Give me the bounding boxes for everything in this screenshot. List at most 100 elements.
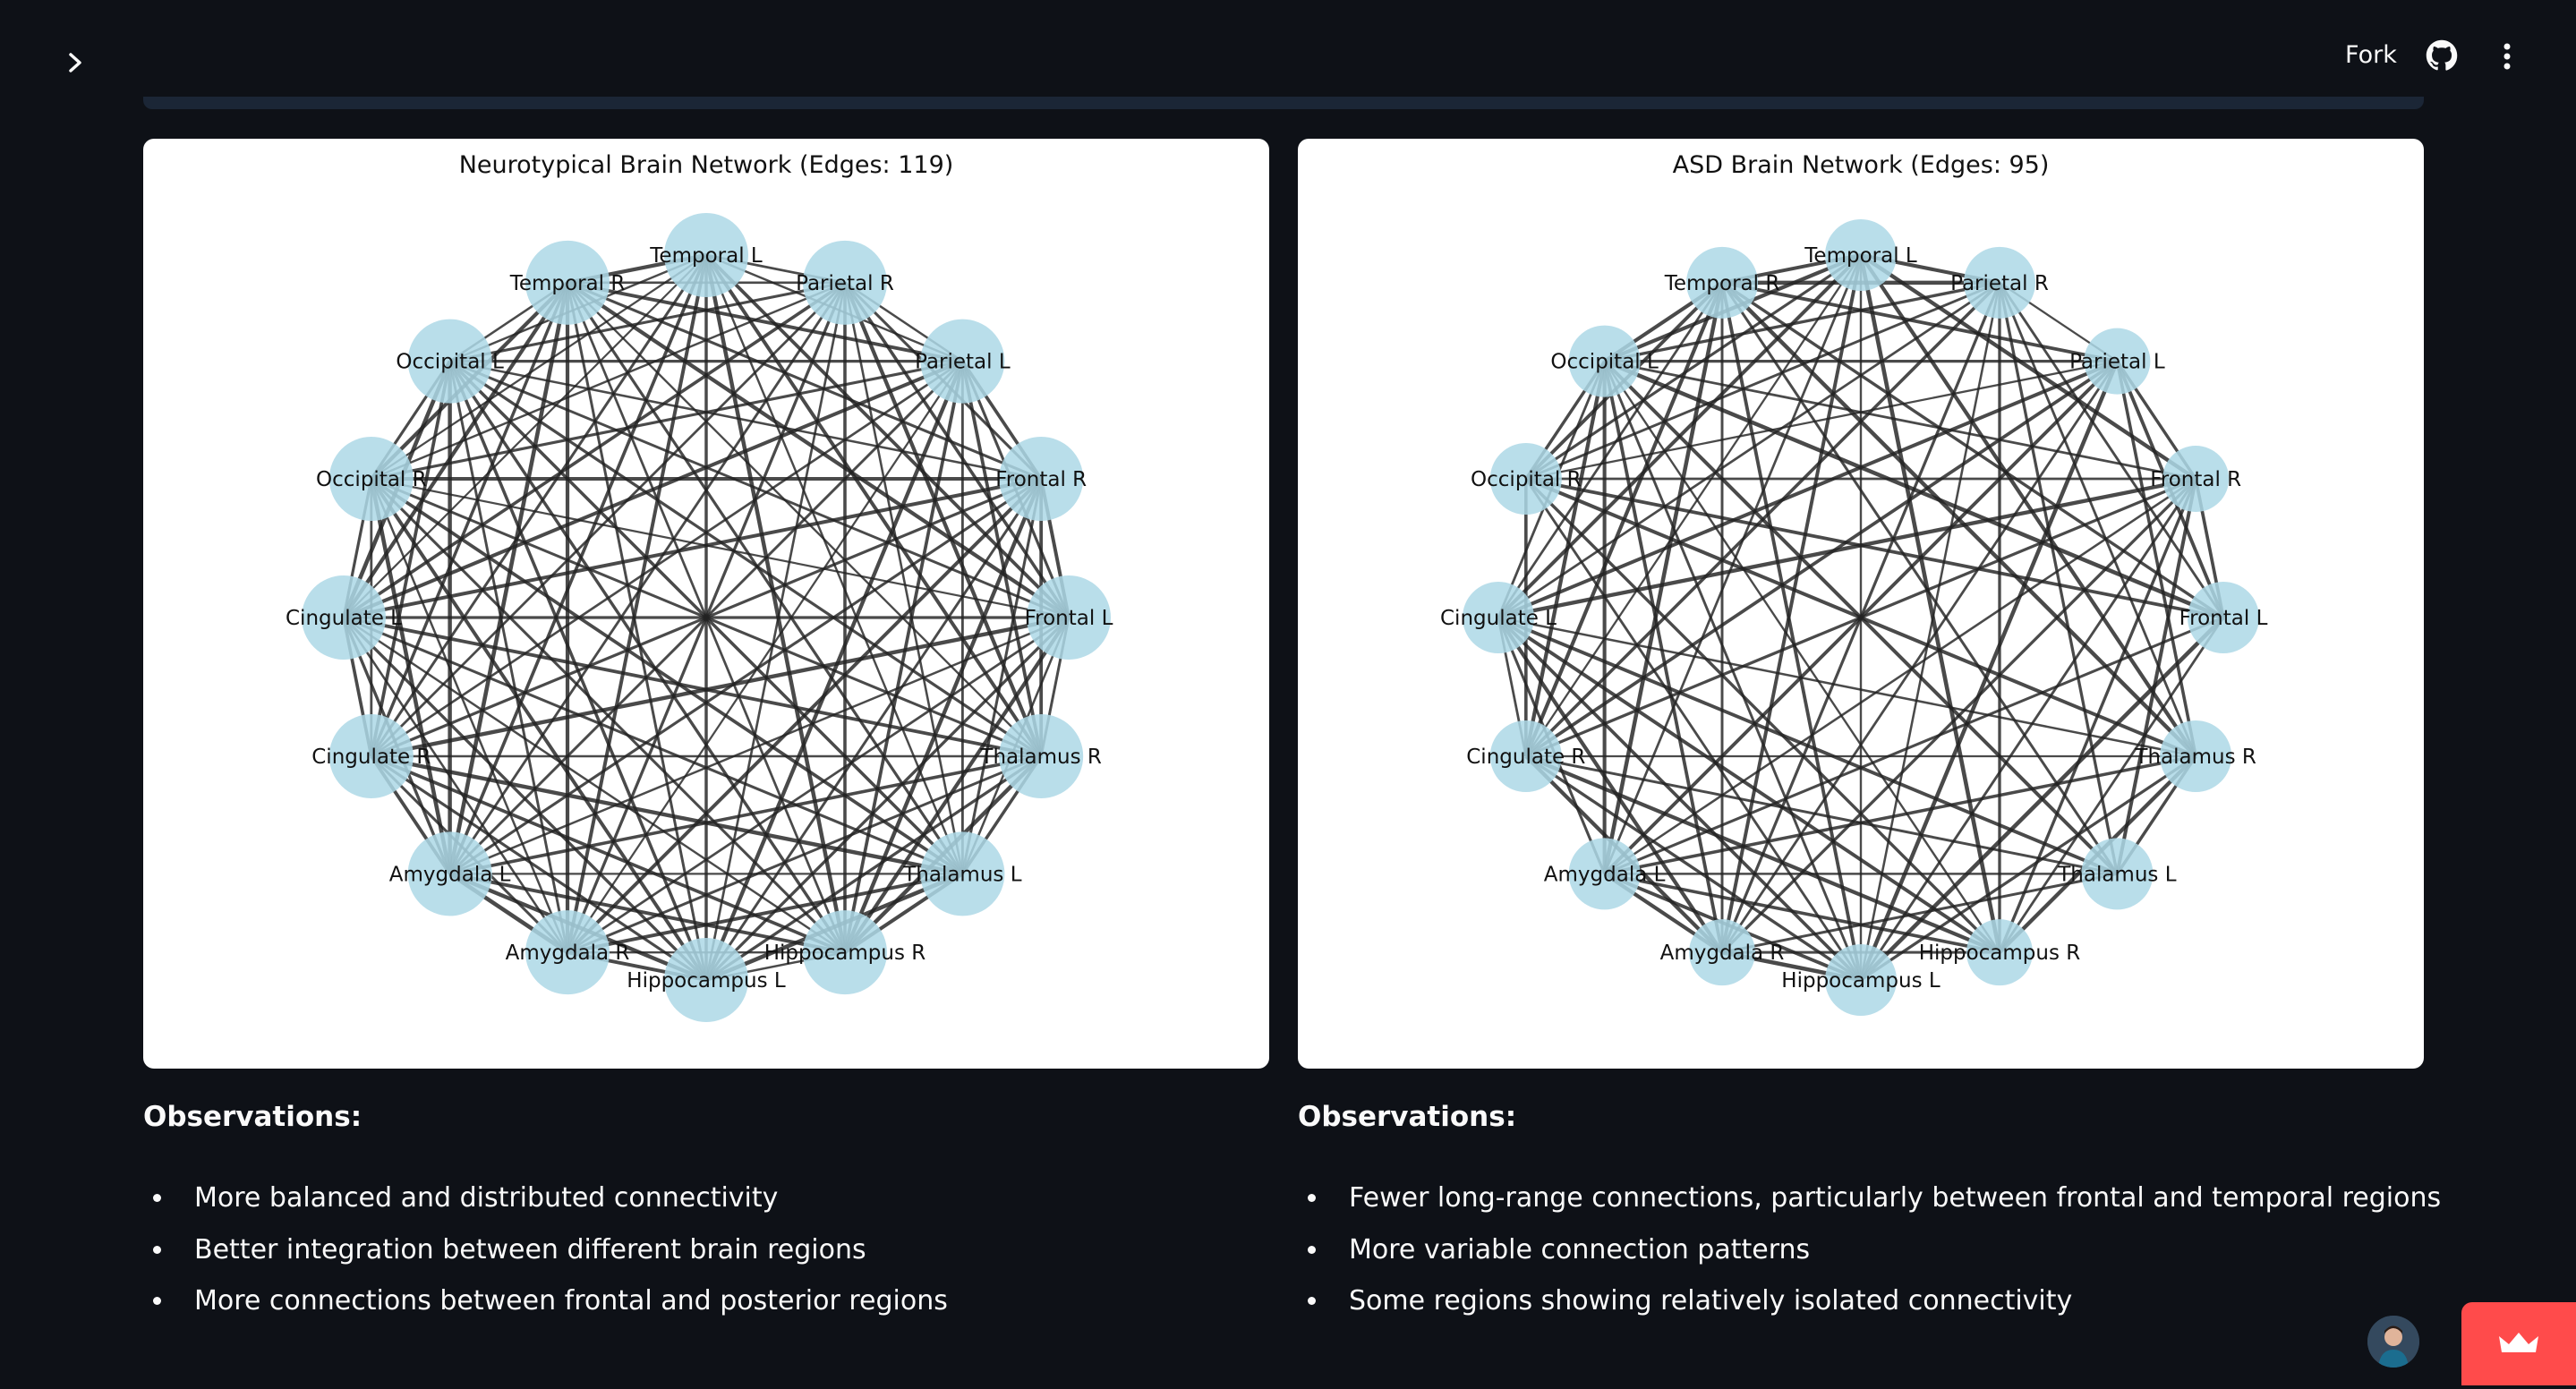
network-edge: [1497, 282, 1724, 618]
network-edge: [1720, 282, 1863, 981]
network-edge: [1497, 616, 2119, 876]
edge-layer: [341, 252, 1070, 983]
network-node: [2081, 838, 2154, 910]
list-item: Better integration between different bra…: [143, 1224, 948, 1276]
network-node: [407, 319, 492, 404]
network-edge: [1524, 478, 1863, 981]
user-avatar-icon: [2367, 1316, 2419, 1368]
network-edge: [566, 281, 964, 875]
neurotypical-network-chart: Neurotypical Brain Network (Edges: 119) …: [143, 139, 1269, 1069]
node-label: Amygdala L: [389, 863, 511, 886]
network-edge: [1721, 280, 2118, 363]
node-label: Hippocampus R: [1919, 942, 2081, 965]
network-node: [999, 437, 1084, 522]
sidebar-toggle-button[interactable]: [57, 45, 93, 81]
network-edge: [1604, 360, 2196, 481]
node-label: Temporal R: [509, 272, 626, 295]
node-label: Amygdala L: [1544, 863, 1666, 886]
network-edge: [342, 281, 569, 619]
node-label: Thalamus L: [902, 863, 1021, 886]
network-node: [999, 713, 1084, 798]
network-node: [2160, 720, 2232, 792]
network-node: [1568, 325, 1641, 397]
network-edge: [1603, 359, 2224, 620]
user-avatar[interactable]: [2367, 1316, 2419, 1368]
network-edge: [1858, 360, 2120, 981]
network-edge: [843, 616, 1070, 954]
network-node: [2188, 582, 2259, 653]
network-edge: [567, 280, 963, 363]
network-node: [664, 938, 748, 1022]
node-label: Parietal L: [2069, 351, 2165, 374]
main-menu-button[interactable]: [2494, 39, 2521, 75]
node-label: Hippocampus L: [627, 969, 786, 993]
github-icon: [2426, 39, 2458, 71]
node-label: Occipital L: [1550, 351, 1659, 374]
network-edge: [566, 254, 708, 953]
network-edge: [1497, 616, 2001, 954]
network-edge: [448, 360, 847, 954]
network-node: [407, 831, 492, 916]
network-edge: [960, 478, 1043, 874]
network-edge: [567, 872, 963, 955]
network-edge: [1998, 478, 2197, 953]
network-edge: [1603, 360, 2000, 953]
node-label: Occipital L: [396, 351, 504, 374]
network-node: [2084, 328, 2151, 395]
network-edge: [370, 754, 707, 982]
network-edge: [1603, 477, 2196, 875]
network-edge: [567, 754, 1042, 954]
network-node: [920, 319, 1005, 404]
network-edge: [1497, 616, 1724, 954]
node-layer: [302, 213, 1111, 1022]
observations-heading-right: Observations:: [1298, 1101, 1517, 1133]
network-edge: [1721, 872, 2118, 954]
network-node: [1825, 219, 1897, 291]
fork-button[interactable]: Fork: [2345, 41, 2397, 69]
list-item: More variable connection patterns: [1298, 1224, 2441, 1276]
network-edge: [705, 754, 1043, 982]
network-edge: [1523, 282, 1724, 757]
network-edge: [843, 281, 1070, 618]
network-edge: [371, 477, 1070, 619]
network-edge: [1497, 616, 2196, 758]
network-node: [1489, 720, 1562, 792]
network-edge: [369, 361, 452, 757]
network-node: [802, 240, 887, 325]
asd-network-svg: ASD Brain Network (Edges: 95) Temporal L…: [1440, 151, 2268, 1016]
network-edge: [1720, 254, 1863, 953]
node-label: Amygdala R: [506, 942, 630, 965]
network-edge: [1998, 617, 2225, 953]
network-node: [664, 213, 748, 297]
node-label: Temporal L: [649, 244, 763, 268]
node-label: Occipital R: [1471, 468, 1582, 491]
observations-heading-left: Observations:: [143, 1101, 363, 1133]
network-edge: [1998, 282, 2225, 618]
node-label: Occipital R: [316, 468, 427, 491]
crown-icon: [2499, 1333, 2538, 1352]
network-edge: [370, 477, 708, 982]
network-node: [1568, 838, 1641, 910]
network-edge: [342, 617, 569, 953]
node-label: Thalamus R: [2134, 746, 2256, 769]
network-edge: [566, 477, 1043, 954]
streamlit-deploy-badge[interactable]: [2461, 1302, 2576, 1385]
list-item: More balanced and distributed connectivi…: [143, 1172, 948, 1224]
github-button[interactable]: [2426, 39, 2461, 75]
node-label: Parietal R: [796, 272, 894, 295]
network-edge: [704, 254, 848, 953]
network-edge: [1525, 281, 2000, 481]
network-edge: [1860, 754, 2197, 982]
network-edge: [1523, 361, 1607, 757]
network-node: [525, 910, 610, 995]
network-edge: [370, 477, 964, 875]
network-node: [920, 831, 1005, 916]
network-edge: [1525, 754, 2000, 955]
network-node: [1027, 575, 1111, 660]
network-edge: [1859, 282, 2001, 981]
node-label: Cingulate L: [1440, 607, 1557, 630]
node-label: Cingulate R: [1466, 746, 1585, 769]
network-node: [1825, 944, 1897, 1016]
node-label: Temporal L: [1804, 244, 1917, 268]
